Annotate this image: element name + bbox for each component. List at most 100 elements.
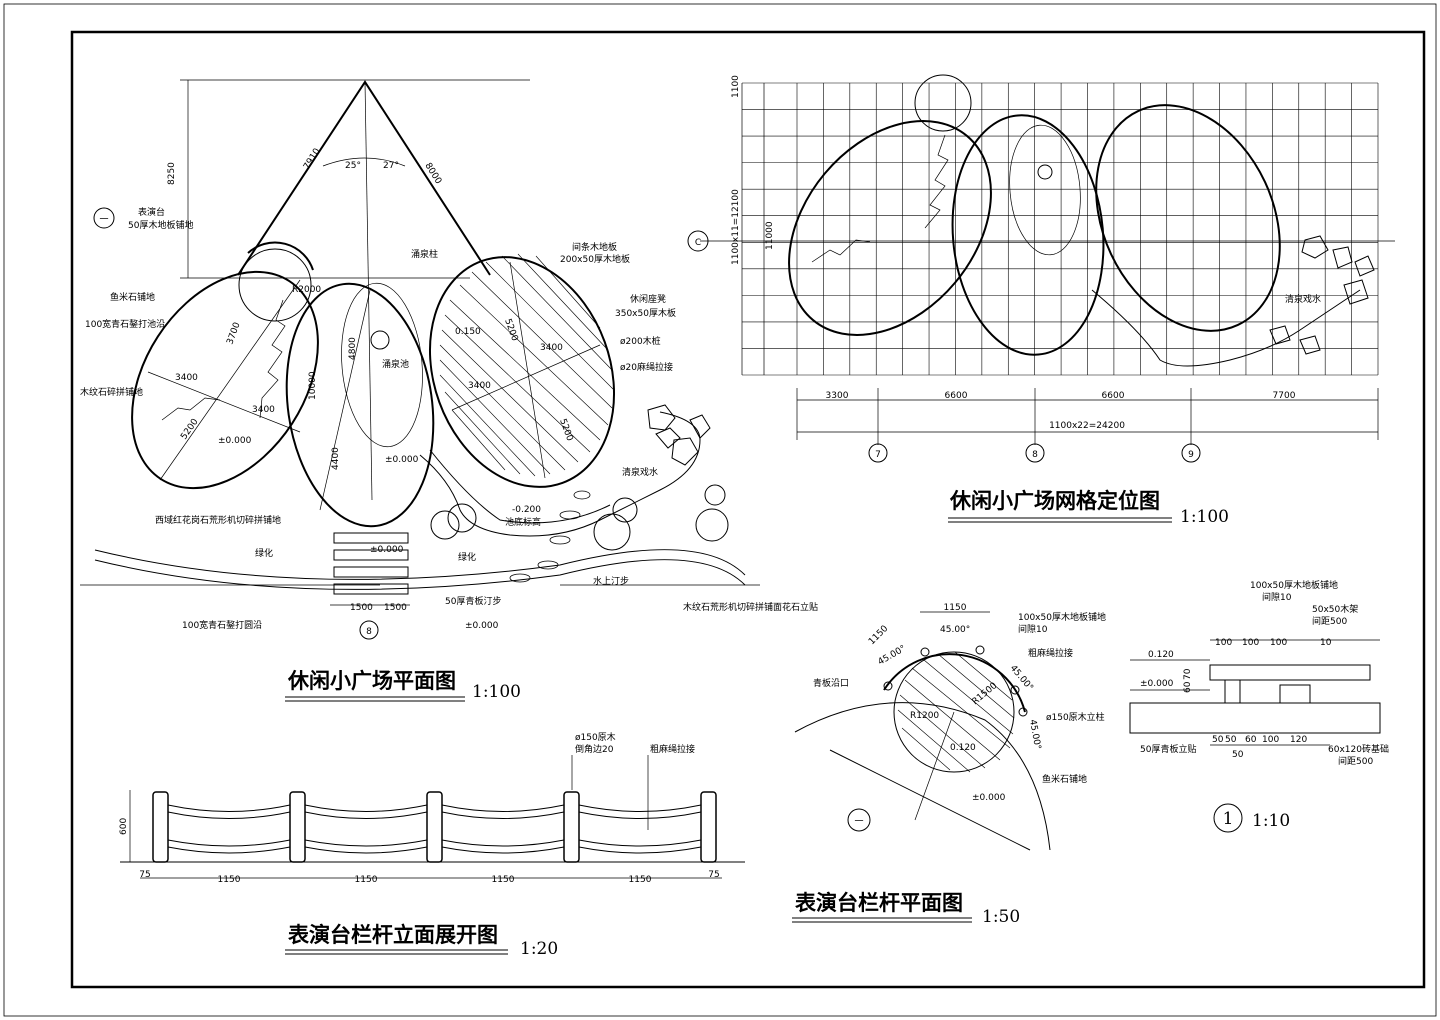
section-symbol bbox=[847, 808, 871, 832]
grid-ellipse-1 bbox=[788, 120, 992, 336]
svg-text:西域红花岗石荒形机切碎拼铺地: 西域红花岗石荒形机切碎拼铺地 bbox=[155, 514, 281, 526]
ellipse-wood-deck bbox=[428, 256, 616, 488]
svg-text:1:100: 1:100 bbox=[472, 682, 521, 702]
svg-text:ø200木桩: ø200木桩 bbox=[620, 335, 661, 347]
svg-text:1500: 1500 bbox=[350, 603, 373, 613]
svg-text:R2000: R2000 bbox=[292, 285, 321, 295]
railing-elevation: 600 75 1150 1150 1150 1150 75 ø150原木 倒角边… bbox=[119, 731, 745, 959]
svg-text:涌泉柱: 涌泉柱 bbox=[411, 248, 438, 260]
triangle-lines bbox=[237, 80, 491, 276]
detail-symbol bbox=[1213, 803, 1243, 833]
svg-text:4400: 4400 bbox=[331, 447, 341, 470]
grid-view: C 清泉戏水 3300 6600 6600 7700 1100x22=24200… bbox=[687, 74, 1395, 527]
svg-text:间隙10: 间隙10 bbox=[1018, 623, 1048, 635]
svg-text:青板沿口: 青板沿口 bbox=[813, 677, 849, 689]
svg-text:50厚青板汀步: 50厚青板汀步 bbox=[445, 595, 501, 607]
svg-text:±0.000: ±0.000 bbox=[465, 621, 499, 631]
svg-text:75: 75 bbox=[139, 870, 150, 880]
svg-text:1150: 1150 bbox=[629, 875, 652, 885]
stage-round-plan bbox=[893, 651, 1015, 773]
svg-text:60: 60 bbox=[1183, 681, 1193, 693]
svg-text:1150: 1150 bbox=[867, 624, 890, 647]
svg-text:100: 100 bbox=[1270, 638, 1287, 648]
plan-title: 休闲小广场平面图 bbox=[287, 669, 456, 693]
svg-text:间距500: 间距500 bbox=[1338, 755, 1373, 767]
svg-text:7910: 7910 bbox=[302, 147, 323, 172]
svg-text:粗麻绳拉接: 粗麻绳拉接 bbox=[1028, 647, 1073, 659]
svg-text:绿化: 绿化 bbox=[255, 547, 273, 559]
railing-post bbox=[563, 791, 580, 863]
svg-text:3700: 3700 bbox=[225, 321, 242, 346]
svg-text:11000: 11000 bbox=[765, 221, 775, 250]
svg-text:ø20麻绳拉接: ø20麻绳拉接 bbox=[620, 361, 673, 373]
svg-text:1:20: 1:20 bbox=[520, 939, 558, 959]
svg-text:R1200: R1200 bbox=[910, 711, 939, 721]
svg-text:100宽青石鏊打圆沿: 100宽青石鏊打圆沿 bbox=[182, 619, 262, 631]
fountain-column bbox=[370, 330, 390, 350]
svg-text:±0.000: ±0.000 bbox=[1140, 679, 1174, 689]
svg-text:1100x22=24200: 1100x22=24200 bbox=[1049, 421, 1125, 431]
svg-text:100: 100 bbox=[1262, 735, 1279, 745]
svg-text:70: 70 bbox=[1183, 668, 1193, 680]
svg-text:50: 50 bbox=[1232, 750, 1244, 760]
svg-text:休闲座凳: 休闲座凳 bbox=[630, 293, 666, 305]
svg-text:1:10: 1:10 bbox=[1252, 811, 1290, 831]
outer-frame bbox=[3, 3, 1437, 1017]
svg-text:60: 60 bbox=[1245, 735, 1257, 745]
svg-text:5200: 5200 bbox=[502, 318, 519, 343]
svg-text:1:100: 1:100 bbox=[1180, 507, 1229, 527]
svg-text:600: 600 bbox=[119, 818, 129, 835]
railing-post bbox=[426, 791, 443, 863]
svg-text:一: 一 bbox=[99, 215, 108, 225]
svg-text:清泉戏水: 清泉戏水 bbox=[622, 466, 658, 478]
grid-lines bbox=[742, 82, 1379, 376]
svg-text:50: 50 bbox=[1212, 735, 1224, 745]
svg-text:0.150: 0.150 bbox=[455, 327, 481, 337]
svg-text:45.00°: 45.00° bbox=[877, 644, 908, 668]
svg-text:100x50厚木地板铺地: 100x50厚木地板铺地 bbox=[1250, 579, 1338, 591]
svg-text:7700: 7700 bbox=[1273, 391, 1296, 401]
railing-post bbox=[289, 791, 306, 863]
drawing-border bbox=[70, 30, 1426, 989]
railing-plan-title: 表演台栏杆平面图 bbox=[795, 891, 963, 915]
svg-text:粗麻绳拉接: 粗麻绳拉接 bbox=[650, 743, 695, 755]
svg-text:0.120: 0.120 bbox=[1148, 650, 1174, 660]
svg-text:1150: 1150 bbox=[944, 603, 967, 613]
ground-edge bbox=[94, 549, 746, 580]
stage-circle bbox=[238, 248, 312, 322]
railing-post bbox=[700, 791, 717, 863]
grid-ellipse-3 bbox=[1095, 104, 1281, 332]
svg-text:50厚青板立贴: 50厚青板立贴 bbox=[1140, 743, 1196, 755]
svg-text:25°: 25° bbox=[345, 161, 361, 171]
svg-text:8: 8 bbox=[1032, 450, 1038, 460]
svg-text:3400: 3400 bbox=[175, 373, 198, 383]
svg-text:50厚木地板铺地: 50厚木地板铺地 bbox=[128, 219, 193, 231]
svg-text:0.120: 0.120 bbox=[950, 743, 976, 753]
svg-text:木纹石碎拼铺地: 木纹石碎拼铺地 bbox=[80, 386, 143, 398]
svg-text:6600: 6600 bbox=[945, 391, 968, 401]
svg-text:1500: 1500 bbox=[384, 603, 407, 613]
svg-text:间距500: 间距500 bbox=[1312, 615, 1347, 627]
svg-text:ø150原木立柱: ø150原木立柱 bbox=[1046, 711, 1105, 723]
svg-text:45.00°: 45.00° bbox=[1008, 664, 1035, 694]
svg-text:1: 1 bbox=[1223, 809, 1234, 829]
svg-text:6600: 6600 bbox=[1102, 391, 1125, 401]
svg-text:3400: 3400 bbox=[252, 405, 275, 415]
svg-text:50x50木架: 50x50木架 bbox=[1312, 603, 1358, 615]
svg-text:3300: 3300 bbox=[826, 391, 849, 401]
svg-text:涌泉池: 涌泉池 bbox=[382, 358, 409, 370]
svg-text:5200: 5200 bbox=[179, 417, 200, 442]
svg-text:1100x11=12100: 1100x11=12100 bbox=[731, 189, 741, 265]
axis-9-symbol bbox=[1181, 443, 1201, 463]
svg-text:8: 8 bbox=[366, 627, 372, 637]
svg-text:±0.000: ±0.000 bbox=[218, 436, 252, 446]
grid-title: 休闲小广场网格定位图 bbox=[949, 489, 1160, 513]
svg-text:10000: 10000 bbox=[308, 371, 318, 400]
ellipse-middle bbox=[285, 282, 435, 528]
svg-text:27°: 27° bbox=[383, 161, 399, 171]
svg-text:1:50: 1:50 bbox=[982, 907, 1020, 927]
section-detail: 100x50厚木地板铺地 间隙10 50x50木架 间距500 50厚青板立贴 … bbox=[1129, 579, 1389, 833]
svg-text:10: 10 bbox=[1320, 638, 1332, 648]
svg-text:-0.200: -0.200 bbox=[512, 505, 541, 515]
